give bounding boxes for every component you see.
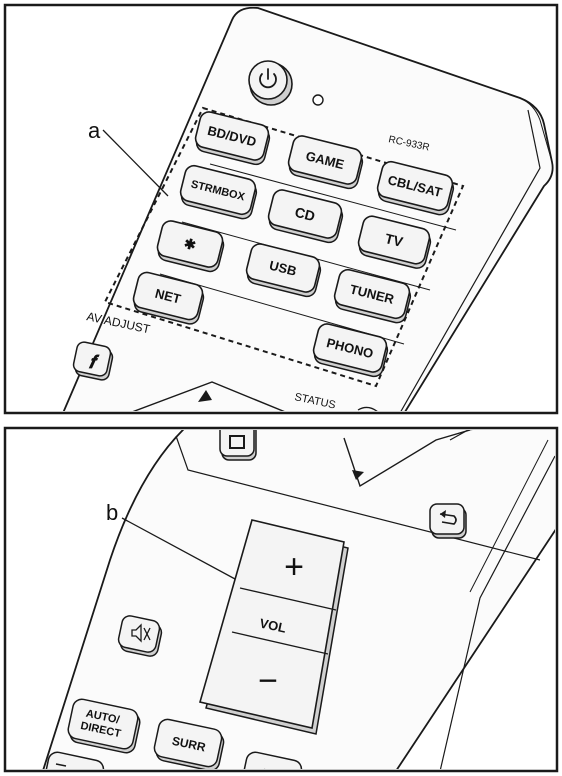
return-icon bbox=[439, 510, 457, 525]
input-button-bd-dvd[interactable]: BD/DVD bbox=[193, 110, 273, 166]
status-button-edge[interactable] bbox=[357, 406, 378, 412]
volume-down-button[interactable]: − bbox=[258, 662, 278, 700]
cursor-pad-right bbox=[449, 430, 473, 441]
volume-up-button[interactable]: + bbox=[284, 548, 304, 586]
cursor-pad-edge bbox=[132, 381, 285, 411]
input-button-strmbox[interactable]: STRMBOX bbox=[178, 164, 259, 221]
remote-bevel-edge bbox=[400, 109, 541, 411]
volume-rocker: + VOL − bbox=[198, 519, 349, 735]
volume-label: VOL bbox=[258, 615, 287, 635]
volume-down-label: − bbox=[258, 662, 278, 700]
remote-top-edge bbox=[519, 97, 553, 163]
av-adjust-button[interactable]: 𝒇 bbox=[72, 341, 114, 381]
mute-icon bbox=[131, 623, 151, 643]
auto-direct-button[interactable]: AUTO/ DIRECT bbox=[67, 698, 142, 755]
callout-b: b bbox=[106, 500, 118, 525]
return-button[interactable] bbox=[429, 503, 467, 539]
panel-divider bbox=[175, 435, 541, 561]
mute-button[interactable] bbox=[117, 614, 163, 657]
input-button-cd[interactable]: CD bbox=[266, 188, 346, 244]
svg-text:DI: DI bbox=[261, 767, 274, 776]
cursor-pad-bottom bbox=[343, 430, 471, 488]
surr-button[interactable]: SURR bbox=[153, 718, 226, 772]
volume-up-label: + bbox=[284, 548, 304, 586]
up-arrow-icon bbox=[198, 390, 212, 402]
bevel-edge-bottom bbox=[439, 455, 555, 769]
bottom-left-cut-button[interactable] bbox=[43, 751, 105, 776]
input-button-phono[interactable]: PHONO bbox=[311, 322, 391, 378]
input-button-label-bluetooth: ✱ bbox=[182, 235, 198, 253]
input-button-label-net: NET bbox=[154, 286, 183, 307]
bottom-panel: b + VOL − bbox=[42, 420, 555, 776]
power-button[interactable] bbox=[248, 60, 293, 106]
callout-a-leader bbox=[102, 129, 169, 197]
input-button-tv[interactable]: TV bbox=[356, 214, 434, 270]
input-button-cbl-sat[interactable]: CBL/SAT bbox=[375, 160, 456, 217]
bevel-edge-inner bbox=[469, 439, 549, 593]
surr-label: SURR bbox=[171, 734, 207, 755]
input-button-net[interactable]: NET bbox=[131, 271, 207, 326]
top-cut-button[interactable] bbox=[219, 420, 257, 461]
input-button-usb[interactable]: USB bbox=[244, 242, 324, 298]
callout-b-leader bbox=[121, 517, 249, 587]
input-button-bluetooth[interactable]: ✱ bbox=[155, 219, 227, 273]
standby-indicator bbox=[312, 94, 324, 106]
top-panel: RC-933R BD/DVDGAMECBL/SATSTRMBOXCDTV✱USB… bbox=[62, 7, 554, 412]
input-button-tuner[interactable]: TUNER bbox=[332, 268, 413, 325]
input-button-label-cd: CD bbox=[293, 204, 317, 224]
input-selector-highlight bbox=[103, 106, 465, 388]
input-button-label-usb: USB bbox=[268, 258, 298, 279]
input-button-label-tv: TV bbox=[383, 230, 405, 250]
bottom-right-cut-button[interactable]: DI bbox=[241, 751, 303, 776]
power-icon bbox=[259, 68, 277, 89]
callout-a: a bbox=[88, 118, 101, 143]
input-button-game[interactable]: GAME bbox=[286, 134, 366, 190]
down-arrow-icon bbox=[352, 470, 364, 480]
